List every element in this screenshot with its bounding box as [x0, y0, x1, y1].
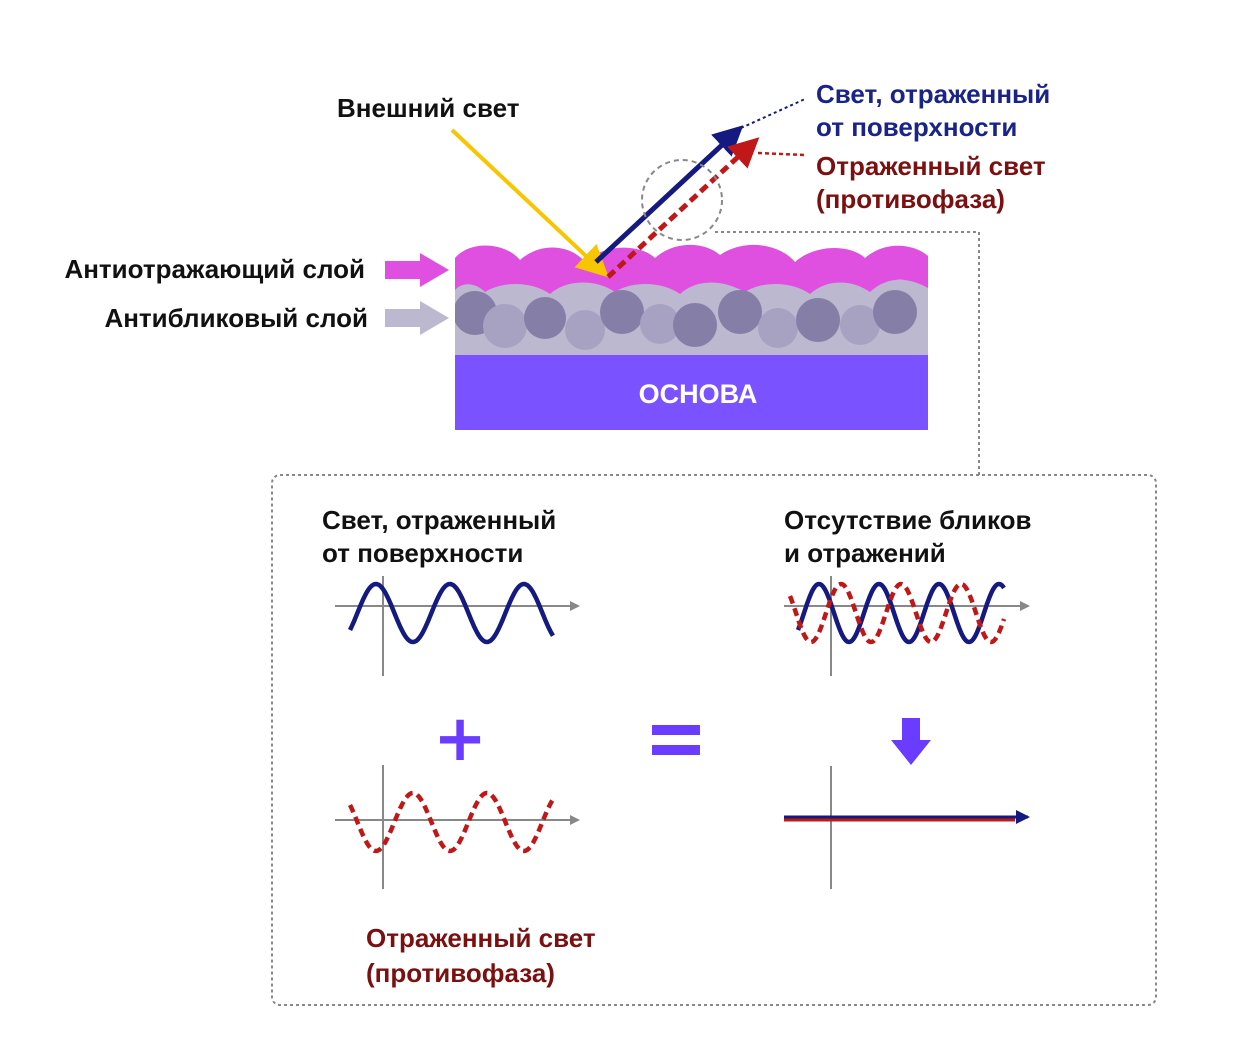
inset-result-title-line1: Отсутствие бликов: [784, 505, 1032, 535]
antireflective-layer-band: [455, 244, 928, 294]
antiphase-label-line1: Отраженный свет: [816, 151, 1046, 181]
zoom-leader-line: [715, 231, 980, 475]
antireflective-arrow-icon: [385, 253, 449, 287]
equals-sign-top: [652, 725, 700, 735]
particles: [455, 290, 917, 350]
antireflective-layer-label: Антиотражающий слой: [64, 254, 365, 284]
surface-reflected-label-line1: Свет, отраженный: [816, 79, 1050, 109]
inset-box: [271, 474, 1157, 1006]
surface-wave: [347, 581, 555, 645]
antiphase-wave-graph: [335, 765, 580, 889]
surface-reflected-ray-extension: [740, 98, 806, 129]
antiglare-layer-label: Антибликовый слой: [104, 303, 368, 333]
combined-wave-graph: [784, 576, 1030, 676]
surface-reflected-label-line2: от поверхности: [816, 112, 1017, 142]
combined-surface-wave: [795, 581, 1006, 645]
base-layer: [455, 355, 928, 430]
inset-antiphase-title-line2: (противофаза): [366, 958, 555, 988]
incoming-light-ray: [450, 128, 609, 278]
inset-surface-title-line2: от поверхности: [322, 538, 523, 568]
layer-stack: ОСНОВА: [455, 244, 928, 430]
antiphase-wave: [347, 790, 555, 854]
antiphase-reflected-ray-extension: [757, 151, 806, 157]
inset-surface-title-line1: Свет, отраженный: [322, 505, 556, 535]
surface-wave-graph: [335, 576, 580, 676]
antiphase-reflected-ray: [606, 137, 760, 279]
external-light-label: Внешний свет: [337, 93, 520, 123]
equals-sign-bottom: [652, 745, 700, 755]
antiglare-arrow-icon: [385, 301, 449, 335]
inset-antiphase-title-line1: Отраженный свет: [366, 923, 596, 953]
result-graph: [784, 766, 1030, 889]
zoom-circle: [641, 159, 723, 241]
surface-reflected-ray: [594, 125, 744, 264]
antiphase-label-line2: (противофаза): [816, 184, 1005, 214]
base-label: ОСНОВА: [639, 379, 758, 409]
plus-sign: +: [433, 702, 487, 776]
inset-result-title-line2: и отражений: [784, 538, 946, 568]
down-arrow-icon: [891, 718, 931, 765]
combined-antiphase-wave: [787, 581, 1007, 645]
